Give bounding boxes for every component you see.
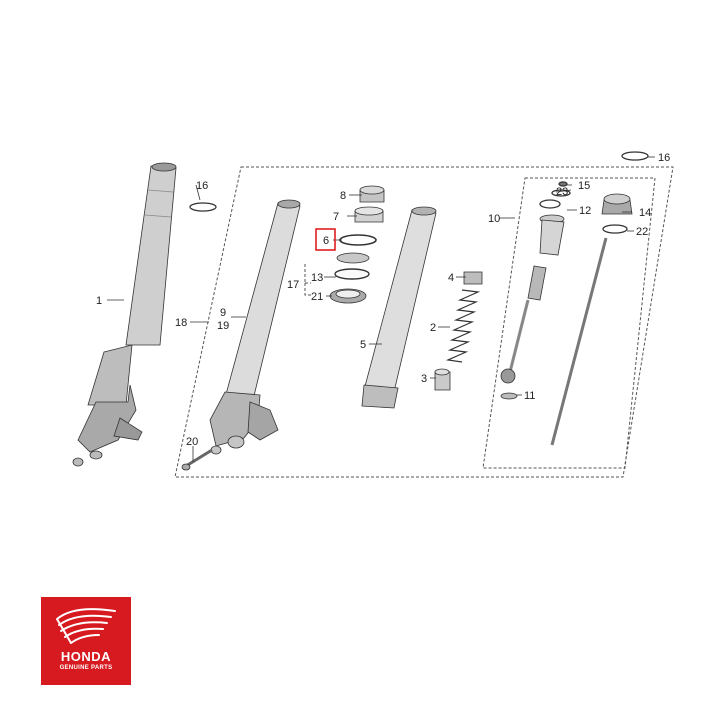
part-6-highlight-box <box>315 228 336 251</box>
callout-15: 15 <box>578 180 590 192</box>
callout-19: 19 <box>217 320 229 332</box>
spring-spacer <box>434 368 451 391</box>
inner-tube <box>361 206 437 409</box>
callout-23: 23 <box>556 186 568 198</box>
callout-1: 1 <box>96 295 102 307</box>
seal-group-bracket <box>304 264 311 296</box>
callout-4: 4 <box>448 272 454 284</box>
callout-10: 10 <box>488 213 500 225</box>
fork-spring <box>445 289 481 363</box>
fork-leg-assembly <box>72 162 177 467</box>
callout-9: 9 <box>220 307 226 319</box>
callout-20: 20 <box>186 436 198 448</box>
callout-2: 2 <box>430 322 436 334</box>
callout-18: 18 <box>175 317 187 329</box>
callout-5: 5 <box>360 339 366 351</box>
callout-8: 8 <box>340 190 346 202</box>
callout-13: 13 <box>311 272 323 284</box>
part-6-seal-ring <box>339 234 377 246</box>
axle-bolt <box>181 448 213 471</box>
callout-11: 11 <box>524 390 535 402</box>
bushings-and-seals <box>329 185 385 304</box>
adjuster-rod <box>550 237 608 446</box>
cartridge-assembly-outline <box>482 177 656 469</box>
callout-7: 7 <box>333 211 339 223</box>
spring-collar <box>463 271 483 285</box>
callout-21: 21 <box>311 291 323 303</box>
damper-cartridge <box>500 199 565 384</box>
wing-emblem-icon <box>56 608 116 644</box>
o-rings <box>189 151 649 234</box>
brand-subtitle: GENUINE PARTS <box>59 665 113 671</box>
fork-cap <box>601 193 633 215</box>
assembly-outlines <box>174 166 674 478</box>
callout-17: 17 <box>287 279 299 291</box>
fork-assembly-outline <box>174 166 674 478</box>
callout-14: 14 <box>639 207 651 219</box>
callout-22: 22 <box>636 226 648 238</box>
callout-12: 12 <box>579 205 591 217</box>
outer-tube <box>209 199 301 455</box>
callout-numbers: 1 16 18 9 19 20 8 7 6 17 13 21 5 4 2 3 1… <box>96 152 670 448</box>
damper-washer <box>500 392 518 400</box>
honda-genuine-parts-logo: HONDA GENUINE PARTS <box>41 597 131 685</box>
callout-6: 6 <box>323 235 329 247</box>
callout-16-left: 16 <box>196 180 208 192</box>
leader-lines <box>107 156 655 462</box>
brand-name: HONDA <box>60 649 112 664</box>
callout-16-right: 16 <box>658 152 670 164</box>
callout-3: 3 <box>421 373 427 385</box>
